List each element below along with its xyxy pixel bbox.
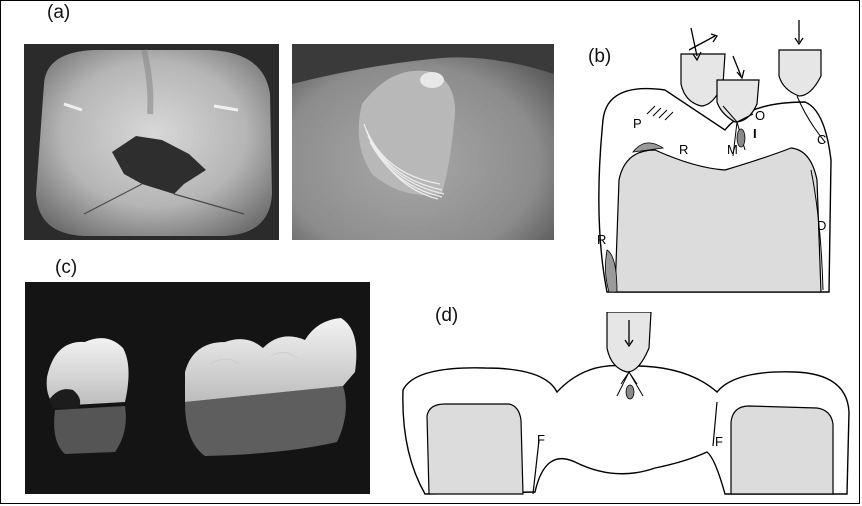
abutment-left [427,404,523,494]
label-r-side: R [597,232,606,247]
label-f-right: F [715,434,723,449]
label-r-top: R [679,142,688,157]
cone-crack [737,129,745,147]
label-d: D [817,218,826,233]
panel-label-a: (a) [47,2,70,24]
photo-a-fracture-surface [292,44,554,240]
indenter-c [779,50,821,96]
label-i: I [753,126,757,141]
diagram-b-crown-section: P R R O I M C D [585,10,845,295]
abutment-right [731,406,833,494]
core-shape [615,148,821,292]
photo-c-crowns [25,282,370,494]
label-o: O [755,108,765,123]
label-p: P [633,116,642,131]
label-m: M [727,142,738,157]
label-f-left: F [537,432,545,447]
panel-label-c: (c) [55,257,77,279]
label-c: C [817,132,826,147]
cone-crack-d [626,385,634,399]
photo-a-fractured-crown [24,44,279,240]
diagram-d-bridge-section: F F [395,312,857,500]
